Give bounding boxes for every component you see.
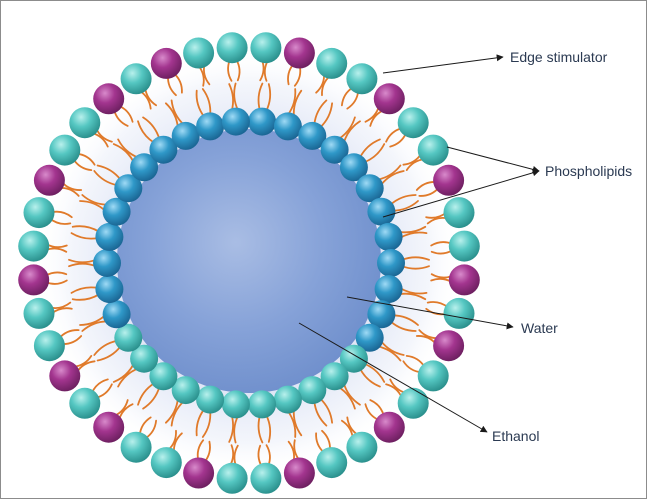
phospholipid-head [69,107,100,138]
edge-stimulator-head [433,165,464,196]
edge-stimulator-head [284,38,315,69]
phospholipid-head [316,447,347,478]
edge-stimulator-head [93,412,124,443]
inner-phospholipid-head [103,300,131,328]
phospholipid-head [217,463,248,494]
ethanol-label: Ethanol [492,428,539,444]
phospholipid-head [34,330,65,361]
phospholipid-head [49,135,80,166]
phospholipid-head [316,48,347,79]
edge-stimulator-arrow [383,57,503,73]
inner-phospholipid-head [248,390,276,418]
edge-stimulator-head [93,83,124,114]
phospholipid-head [346,432,377,463]
edge-stimulator-head [374,83,405,114]
phospholipid-head [398,388,429,419]
phospholipid-head [346,63,377,94]
phospholipid-head [444,298,475,329]
edge-stimulator-head [433,330,464,361]
edge-stimulator-head [284,458,315,489]
inner-phospholipid-head [222,108,250,136]
phospholipid-head [250,463,281,494]
edge-stimulator-head [183,458,214,489]
edge-stimulator-head [449,264,480,295]
phospholipid-head [24,298,55,329]
phospholipids-label: Phospholipids [545,163,632,179]
inner-phospholipid-head [274,386,302,414]
edge-stimulator-label: Edge stimulator [510,49,608,65]
phospholipid-head [18,231,49,262]
water-label: Water [521,320,558,336]
inner-phospholipid-head [274,112,302,140]
inner-phospholipid-head [95,275,123,303]
phospholipid-head [183,38,214,69]
phospholipid-head [69,388,100,419]
phospholipid-head [217,32,248,63]
inner-phospholipid-head [367,198,395,226]
inner-phospholipid-head [93,249,121,277]
inner-phospholipid-head [95,223,123,251]
phospholipid-head [121,432,152,463]
phospholipid-head [449,231,480,262]
edge-stimulator-head [151,48,182,79]
phospholipid-head [151,447,182,478]
inner-phospholipid-head [375,275,403,303]
inner-phospholipid-head [222,390,250,418]
phospholipid-head [121,63,152,94]
inner-phospholipid-head [172,122,200,150]
inner-phospholipid-head [298,376,326,404]
phospholipids-arrow-outer [447,147,539,171]
phospholipid-head [250,32,281,63]
phospholipid-head [398,107,429,138]
phospholipid-head [24,197,55,228]
edge-stimulator-head [34,165,65,196]
inner-phospholipid-head [196,386,224,414]
inner-phospholipid-head [375,223,403,251]
phospholipid-head [418,135,449,166]
inner-phospholipid-head [248,108,276,136]
edge-stimulator-head [374,412,405,443]
inner-phospholipid-head [196,112,224,140]
phospholipid-head [444,197,475,228]
edge-stimulator-head [49,360,80,391]
edge-stimulator-head [18,264,49,295]
phospholipid-head [418,360,449,391]
inner-phospholipid-head [377,249,405,277]
